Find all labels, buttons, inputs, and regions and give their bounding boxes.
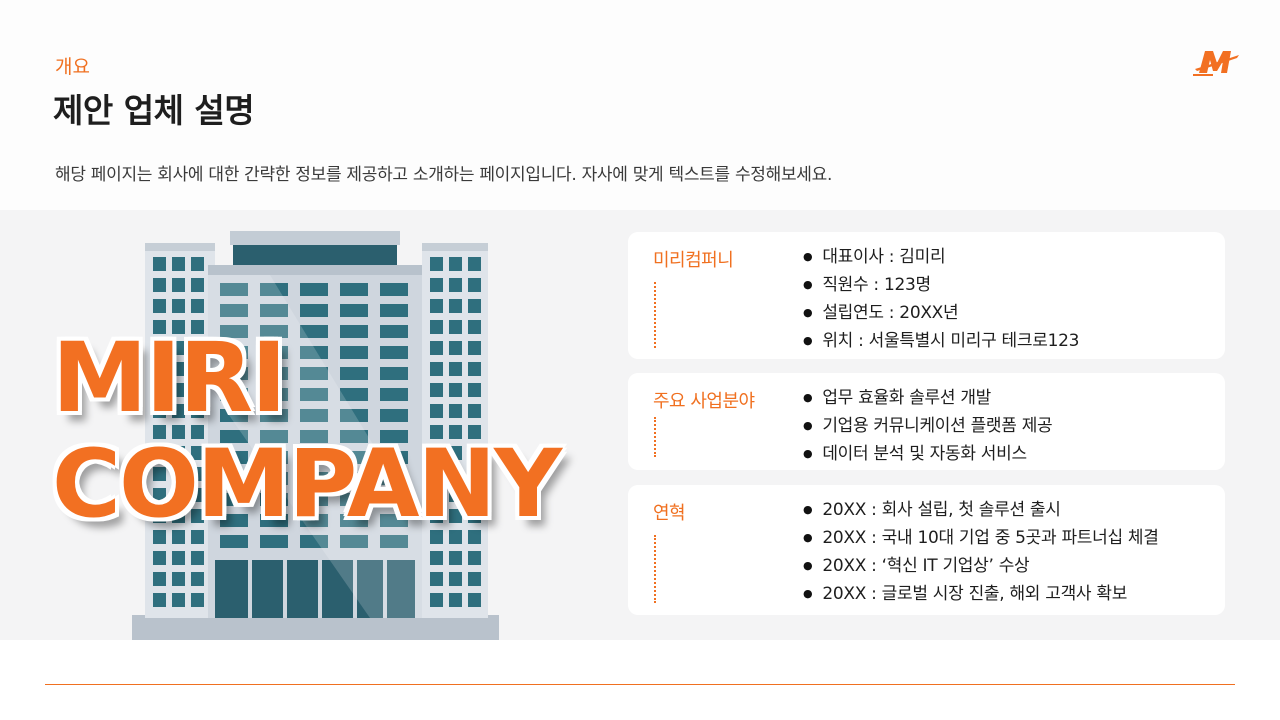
list-item: 20XX : ‘혁신 IT 기업상’ 수상 [803, 553, 1159, 581]
info-list: 업무 효율화 솔루션 개발 기업용 커뮤니케이션 플랫폼 제공 데이터 분석 및… [803, 385, 1052, 469]
business-area-card: 주요 사업분야 업무 효율화 솔루션 개발 기업용 커뮤니케이션 플랫폼 제공 … [628, 373, 1225, 470]
company-info-card: 미리컴퍼니 대표이사 : 김미리 직원수 : 123명 설립연도 : 20XX년… [628, 232, 1225, 359]
hero-company-name-line2: COMPANY [52, 430, 562, 539]
dotted-divider [654, 535, 656, 603]
footer-divider [45, 684, 1235, 685]
info-list: 20XX : 회사 설립, 첫 솔루션 출시 20XX : 국내 10대 기업 … [803, 497, 1159, 609]
hero-company-name-line1: MIRI [52, 322, 287, 434]
card-heading: 연혁 [653, 503, 686, 524]
card-heading: 주요 사업분야 [653, 391, 755, 412]
page-title: 제안 업체 설명 [53, 91, 255, 130]
list-item: 데이터 분석 및 자동화 서비스 [803, 441, 1052, 469]
list-item: 설립연도 : 20XX년 [803, 300, 1079, 328]
list-item: 20XX : 글로벌 시장 진출, 해외 고객사 확보 [803, 581, 1159, 609]
list-item: 20XX : 회사 설립, 첫 솔루션 출시 [803, 497, 1159, 525]
office-building-image [132, 231, 499, 640]
list-item: 기업용 커뮤니케이션 플랫폼 제공 [803, 413, 1052, 441]
history-card: 연혁 20XX : 회사 설립, 첫 솔루션 출시 20XX : 국내 10대 … [628, 485, 1225, 615]
company-logo-icon [1193, 51, 1239, 76]
dotted-divider [654, 417, 656, 457]
section-eyebrow: 개요 [55, 56, 90, 78]
card-heading: 미리컴퍼니 [653, 250, 734, 271]
list-item: 업무 효율화 솔루션 개발 [803, 385, 1052, 413]
dotted-divider [654, 282, 656, 348]
info-list: 대표이사 : 김미리 직원수 : 123명 설립연도 : 20XX년 위치 : … [803, 244, 1079, 356]
header-area [0, 0, 1280, 210]
list-item: 20XX : 국내 10대 기업 중 5곳과 파트너십 체결 [803, 525, 1159, 553]
list-item: 대표이사 : 김미리 [803, 244, 1079, 272]
list-item: 위치 : 서울특별시 미리구 테크로123 [803, 328, 1079, 356]
page-description: 해당 페이지는 회사에 대한 간략한 정보를 제공하고 소개하는 페이지입니다.… [55, 165, 833, 185]
list-item: 직원수 : 123명 [803, 272, 1079, 300]
